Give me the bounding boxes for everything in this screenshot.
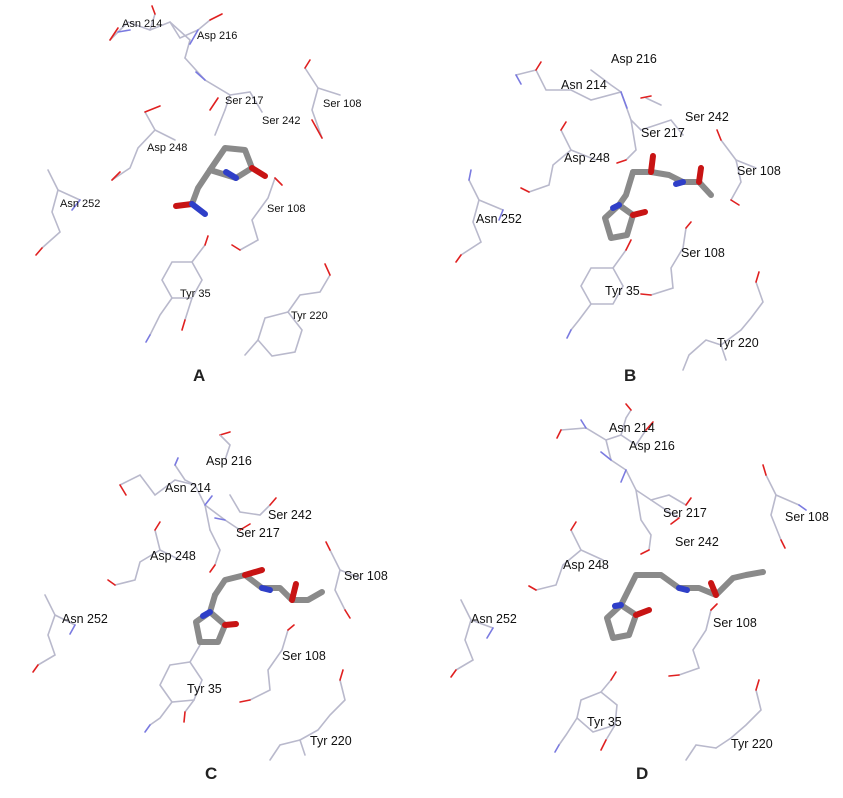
residue-label: Ser 108 xyxy=(713,616,757,630)
residue-label: Asp 216 xyxy=(206,454,252,468)
residue-label: Asn 252 xyxy=(62,612,108,626)
residue-label: Tyr 220 xyxy=(717,336,759,350)
residue-label: Asp 248 xyxy=(564,151,610,165)
residue-label: Asn 252 xyxy=(60,198,101,210)
residue-label: Ser 217 xyxy=(236,526,280,540)
residue-label: Asp 216 xyxy=(197,30,238,42)
residue-label: Asp 216 xyxy=(611,52,657,66)
residue-label: Tyr 35 xyxy=(187,682,222,696)
residue-label: Asn 252 xyxy=(471,612,517,626)
residue-label: Asn 214 xyxy=(165,481,211,495)
residue-label: Ser 108 xyxy=(785,510,829,524)
residue-label: Ser 108 xyxy=(267,203,306,215)
residue-label: Asn 214 xyxy=(609,421,655,435)
residue-label: Ser 217 xyxy=(663,506,707,520)
panel-label: D xyxy=(636,764,649,783)
residue-label: Ser 108 xyxy=(737,164,781,178)
panel-d-structure xyxy=(450,403,807,761)
residue-label: Ser 217 xyxy=(225,95,264,107)
panel-a: Asn 214 Asp 216 Ser 217 Ser 108 Ser 242 … xyxy=(0,0,420,400)
residue-label: Tyr 220 xyxy=(291,310,328,322)
residue-label: Ser 108 xyxy=(344,569,388,583)
panel-label: B xyxy=(624,366,637,385)
residue-label: Tyr 35 xyxy=(180,288,211,300)
panel-b-structure xyxy=(455,61,764,371)
panel-c: Asp 216 Asn 214 Ser 242 Ser 217 Asp 248 … xyxy=(0,400,420,798)
panel-b: Asp 216 Asn 214 Ser 242 Ser 217 Asp 248 … xyxy=(421,0,843,400)
residue-label: Tyr 220 xyxy=(310,734,352,748)
residue-label: Ser 242 xyxy=(262,115,301,127)
residue-label: Asp 248 xyxy=(563,558,609,572)
residue-label: Ser 217 xyxy=(641,126,685,140)
residue-label: Asn 214 xyxy=(122,18,163,30)
residue-label: Tyr 220 xyxy=(731,737,773,751)
residue-label: Tyr 35 xyxy=(587,715,622,729)
residue-label: Ser 242 xyxy=(685,110,729,124)
residue-label: Ser 108 xyxy=(282,649,326,663)
residue-label: Asp 248 xyxy=(147,142,188,154)
residue-label: Asn 214 xyxy=(561,78,607,92)
residue-label: Ser 108 xyxy=(681,246,725,260)
residue-label: Asn 252 xyxy=(476,212,522,226)
residue-label: Tyr 35 xyxy=(605,284,640,298)
residue-label: Ser 242 xyxy=(268,508,312,522)
panel-c-structure xyxy=(32,431,361,761)
panel-label: C xyxy=(205,764,218,783)
residue-label: Asp 248 xyxy=(150,549,196,563)
residue-label: Asp 216 xyxy=(629,439,675,453)
panel-d: Asn 214 Asp 216 Ser 217 Ser 108 Ser 242 … xyxy=(421,400,843,798)
residue-label: Ser 242 xyxy=(675,535,719,549)
residue-label: Ser 108 xyxy=(323,98,362,110)
panel-label: A xyxy=(193,366,206,385)
panel-a-structure xyxy=(35,5,341,357)
